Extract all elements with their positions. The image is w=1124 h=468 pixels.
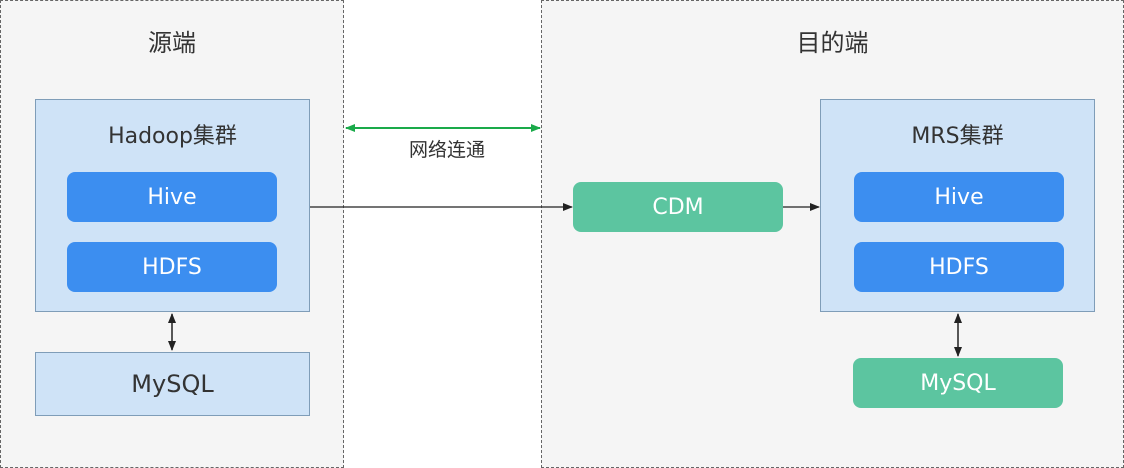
network-link-label: 网络连通 [408, 139, 485, 161]
cdm-node: CDM [573, 182, 783, 232]
hadoop-cluster-title: Hadoop集群 [108, 124, 237, 149]
destination-hive: Hive [854, 172, 1064, 222]
destination-mysql: MySQL [853, 358, 1063, 408]
source-mysql: MySQL [35, 352, 310, 416]
destination-region-title: 目的端 [796, 29, 869, 57]
destination-hdfs: HDFS [854, 242, 1064, 292]
source-hive: Hive [67, 172, 277, 222]
source-hdfs: HDFS [67, 242, 277, 292]
source-region-title: 源端 [148, 29, 196, 57]
mrs-cluster-title: MRS集群 [911, 124, 1004, 149]
